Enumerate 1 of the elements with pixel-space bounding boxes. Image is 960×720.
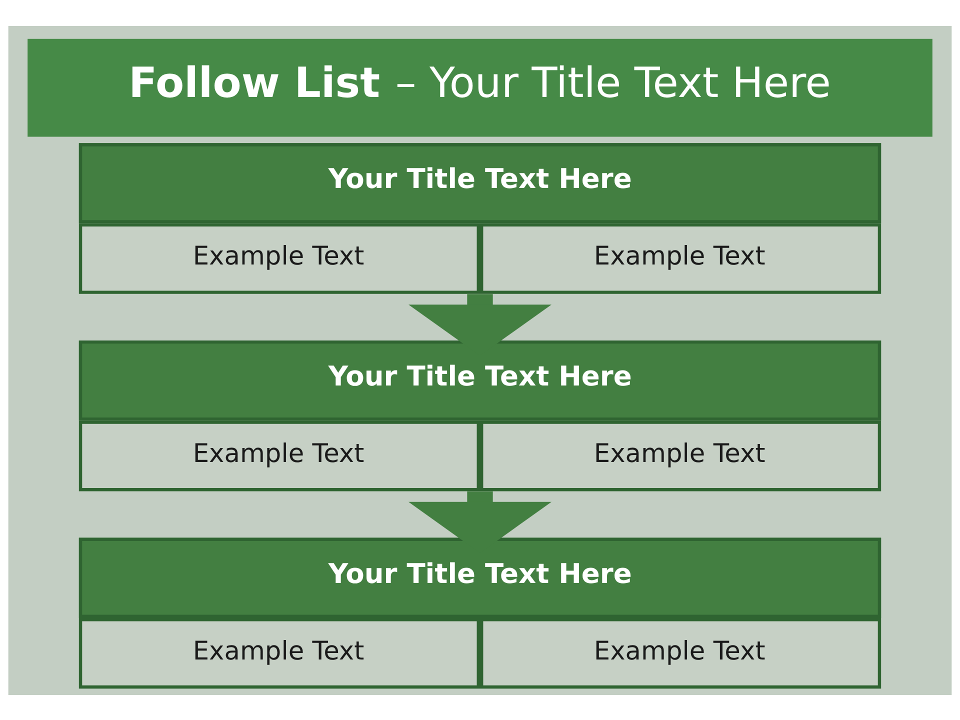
diagram-title: Follow List – Your Title Text Here (128, 58, 831, 107)
